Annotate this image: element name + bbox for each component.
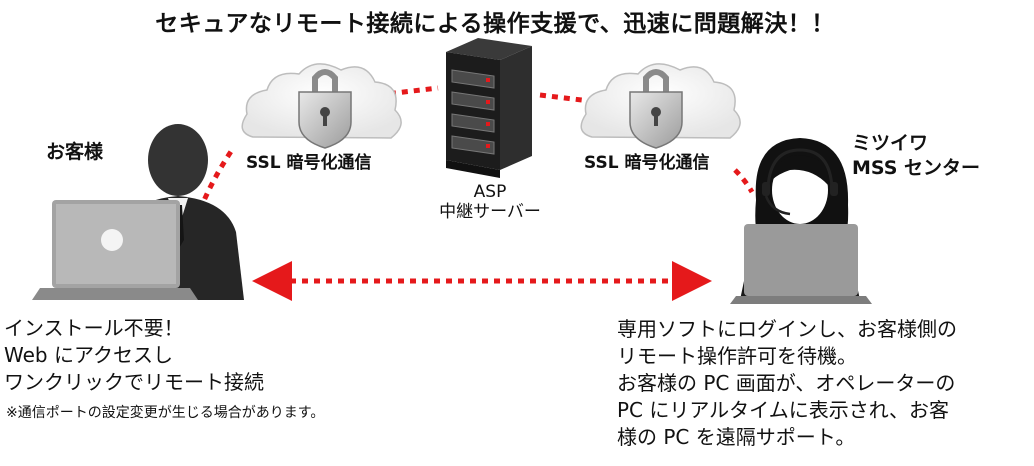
line-customer-to-cloud (197, 148, 235, 211)
server-rack-icon (446, 38, 532, 178)
server-label-line2: 中継サーバー (439, 202, 541, 222)
server-label: ASP 中継サーバー (420, 182, 560, 222)
center-desc-line: PC にリアルタイムに表示され、お客 (617, 398, 949, 422)
ssl-left-label: SSL 暗号化通信 (246, 153, 372, 173)
cloud-lock-icon-right (580, 63, 741, 149)
customer-description: インストール不要！ Web にアクセスし ワンクリックでリモート接続 (4, 315, 264, 396)
customer-desc-line: ワンクリックでリモート接続 (4, 370, 264, 394)
center-desc-line: リモート操作許可を待機。 (617, 344, 857, 368)
server-label-line1: ASP (473, 182, 507, 202)
laptop-icon-customer (32, 200, 198, 300)
cloud-lock-icon-left (241, 63, 402, 149)
customer-label: お客様 (46, 141, 104, 163)
center-desc-line: 専用ソフトにログインし、お客様側の (617, 317, 957, 341)
ssl-right-label: SSL 暗号化通信 (584, 153, 710, 173)
customer-desc-line: インストール不要！ (4, 316, 184, 340)
line-cloud-to-operator (733, 168, 755, 194)
center-label-line1: ミツイワ (852, 132, 929, 154)
center-desc-line: お客様の PC 画面が、オペレーターの (617, 371, 956, 395)
double-arrow-icon (252, 261, 712, 301)
center-desc-line: 様の PC を遠隔サポート。 (617, 425, 856, 449)
line-cloud-to-server (377, 85, 439, 98)
customer-desc-line: Web にアクセスし (4, 343, 173, 367)
laptop-icon-operator (730, 224, 872, 304)
page-title: セキュアなリモート接続による操作支援で、迅速に問題解決！！ (155, 11, 835, 37)
customer-note: ※通信ポートの設定変更が生じる場合があります。 (6, 405, 325, 421)
center-label: ミツイワ MSS センター (852, 131, 980, 181)
center-label-line2: MSS センター (852, 157, 981, 179)
center-description: 専用ソフトにログインし、お客様側の リモート操作許可を待機。 お客様の PC 画… (617, 316, 957, 451)
